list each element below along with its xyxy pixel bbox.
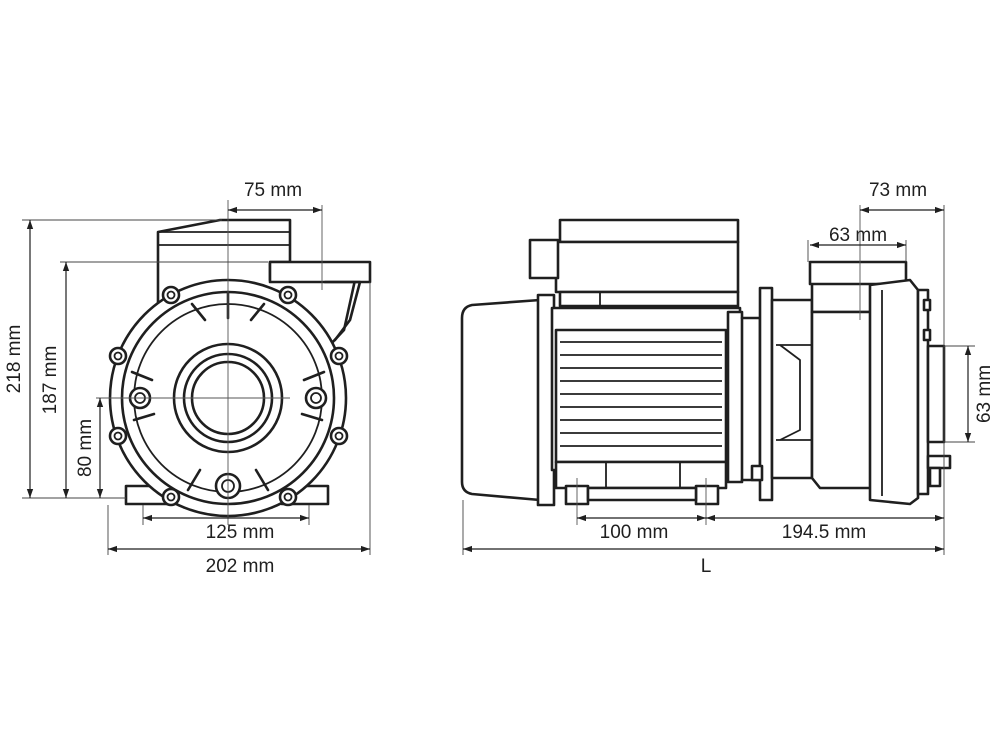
dim-outlet-width: 73 mm: [869, 180, 927, 201]
outlet-flange: [268, 260, 372, 284]
motor-base: [554, 460, 728, 490]
dim-total-width: 202 mm: [206, 556, 275, 577]
terminal-box-lid: [558, 218, 740, 244]
dim-total-height: 218 mm: [4, 325, 25, 394]
side-foot-right: [694, 484, 720, 506]
inlet-stub: [926, 344, 946, 444]
dim-foot-to-inlet: 194.5 mm: [782, 522, 866, 543]
dim-foot-spacing-front: 125 mm: [206, 522, 275, 543]
dim-inlet-diameter: 63 mm: [974, 365, 995, 423]
cable-gland: [528, 238, 560, 280]
terminal-box: [554, 240, 740, 294]
dim-total-length: L: [701, 556, 712, 577]
dim-outlet-offset: 75 mm: [244, 180, 302, 201]
bolt-bosses: [108, 285, 349, 507]
cooling-fins: [560, 341, 722, 447]
front-view: 75 mm 218 mm 187 mm 80 mm 125 mm 202 mm: [4, 180, 372, 577]
outlet-flange-side: [808, 260, 908, 286]
fan-cover: [460, 298, 542, 502]
dim-axis-height: 80 mm: [75, 419, 96, 477]
drain-plug: [926, 454, 952, 470]
side-view: 73 mm 63 mm 63 mm 100 mm 194.5 mm L: [460, 180, 995, 577]
dim-axis-to-top: 187 mm: [40, 346, 61, 415]
dim-outlet-diameter: 63 mm: [829, 225, 887, 246]
volute-cover: [868, 278, 920, 506]
dim-foot-spacing-side: 100 mm: [600, 522, 669, 543]
